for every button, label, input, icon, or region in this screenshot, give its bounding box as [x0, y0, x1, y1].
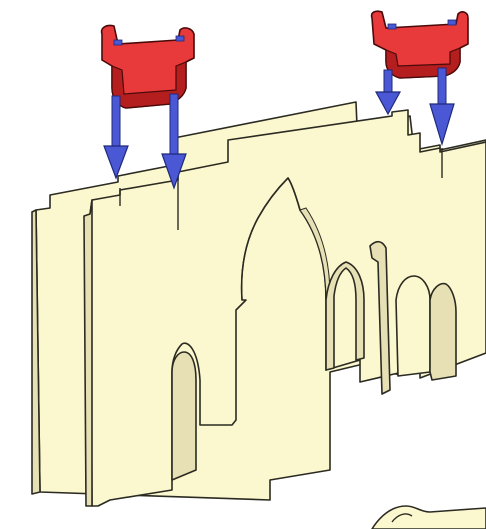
blue-down-arrow-icon — [374, 69, 402, 116]
blue-down-arrow-icon — [103, 95, 129, 180]
left-small-gate — [171, 351, 197, 481]
arcade-arch-right-door — [429, 282, 457, 381]
middle-arcade — [325, 240, 457, 395]
arcade-column-b — [369, 240, 391, 395]
back-wall-edge — [31, 209, 41, 495]
bottom-part-outline — [371, 505, 486, 529]
right-clip-tab-b — [447, 19, 457, 26]
front-wall-side-edge — [83, 199, 93, 507]
left-gate-door — [171, 351, 197, 481]
right-clip-tab-a — [387, 23, 397, 30]
blue-down-arrow-icon — [429, 67, 455, 147]
bottom-right-part — [371, 505, 486, 529]
left-clip-group — [100, 24, 195, 190]
blue-down-arrow-icon — [161, 93, 187, 190]
right-clip-group — [370, 10, 469, 147]
arcade-column-a — [325, 261, 365, 371]
arcade-arch-right — [395, 275, 431, 377]
left-clip-tab-b — [175, 35, 185, 42]
left-clip-tab-a — [113, 39, 123, 46]
panel-slots — [119, 148, 443, 230]
bottom-part-detail — [391, 513, 413, 523]
